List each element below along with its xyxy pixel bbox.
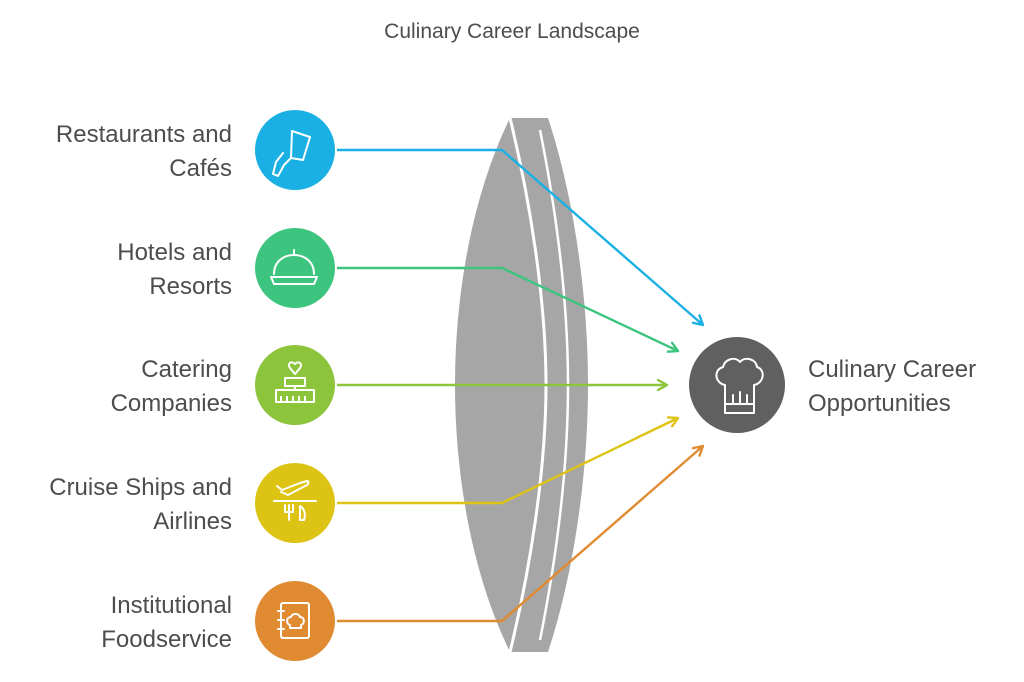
label-line: Institutional [110,592,232,619]
label-line: Opportunities [808,390,951,417]
diagram-title: Culinary Career Landscape [384,20,640,43]
node-cruise [255,463,335,543]
recipe-book-icon [277,602,310,639]
label-line: Companies [110,390,232,417]
label-line: Restaurants and [55,121,232,148]
label-line: Hotels and [117,239,232,266]
label-output: Culinary Career Opportunities [808,353,976,421]
chef-hat-icon [715,357,764,414]
node-catering [255,345,335,425]
node-institutional [255,581,335,661]
label-line: Catering [141,356,232,383]
connector-restaurants [337,148,703,325]
label-institutional: Institutional Foodservice [0,589,232,657]
label-line: Foodservice [101,626,232,653]
label-hotels: Hotels and Resorts [0,236,232,304]
connector-hotels [337,266,678,351]
label-line: Culinary Career [808,356,977,383]
connector-institutional [337,446,703,623]
wedding-cake-icon [275,361,315,403]
node-restaurants [255,110,335,190]
airplane-meal-icon [273,480,317,521]
spatula-icon [272,130,311,177]
node-output [689,337,785,433]
label-line: Cafés [169,155,232,182]
label-line: Resorts [149,273,232,300]
label-line: Cruise Ships and [49,474,232,501]
connector-cruise [337,418,678,505]
node-hotels [255,228,335,308]
label-cruise: Cruise Ships and Airlines [0,471,232,539]
label-catering: Catering Companies [0,353,232,421]
label-restaurants: Restaurants and Cafés [0,118,232,186]
cloche-icon [270,249,318,285]
label-line: Airlines [153,508,232,535]
